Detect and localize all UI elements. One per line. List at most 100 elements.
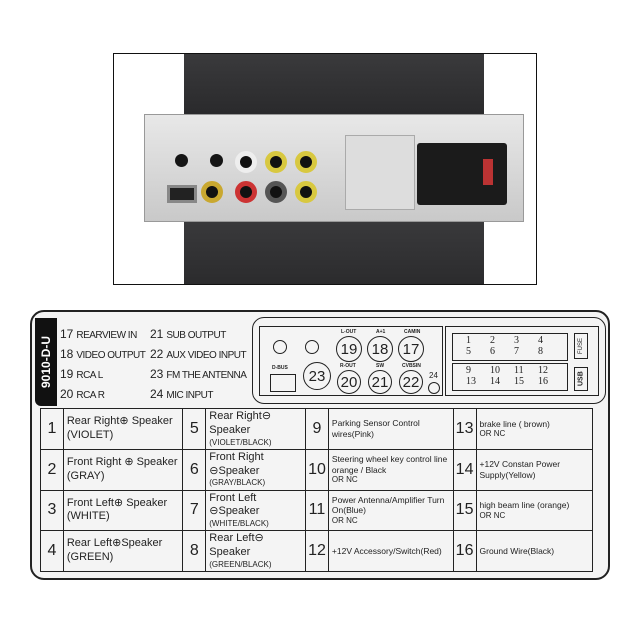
port-19: 19	[336, 336, 362, 362]
pin-16: 16	[538, 376, 548, 387]
wire-color: (VIOLET)	[66, 428, 114, 441]
usb-label: USB	[574, 367, 588, 391]
wire-number: 12	[305, 530, 329, 572]
av-panel: D-BUS 23 L-OUT A+1 CAMIN 19 18 17 R-OUT …	[259, 326, 443, 396]
wire-number: 4	[40, 530, 64, 572]
wire-number: 5	[182, 408, 207, 450]
pin-1: 1	[466, 335, 471, 346]
wire-color: (GREEN)	[66, 551, 114, 564]
wire-description: Rear Left⊕Speaker(GREEN)	[62, 530, 184, 572]
wire-color: (WHITE)	[66, 510, 110, 523]
wire-description: Front Left⊕ Speaker(WHITE)	[62, 489, 184, 532]
wire-number: 14	[452, 448, 477, 491]
wire-color: OR NC	[331, 516, 358, 525]
pin-11: 11	[514, 365, 524, 376]
wire-name: Steering wheel key control line orange /…	[331, 454, 448, 475]
chassis-bottom	[184, 219, 484, 284]
pin-6: 6	[490, 346, 495, 357]
wire-number: 15	[452, 489, 477, 532]
pin-7: 7	[514, 346, 519, 357]
pin-2: 2	[490, 335, 495, 346]
wire-number: 13	[452, 408, 477, 450]
wire-number: 8	[182, 530, 207, 572]
fuse-label: FUSE	[574, 333, 588, 359]
chassis-top	[184, 54, 484, 114]
rca-yellow	[295, 181, 317, 203]
rca-yellow	[265, 151, 287, 173]
wire-color: (GRAY)	[66, 469, 105, 482]
wire-number: 10	[305, 448, 329, 491]
pin-8: 8	[538, 346, 543, 357]
wire-number: 11	[305, 489, 329, 532]
rca-red	[235, 181, 257, 203]
pin-9: 9	[466, 365, 471, 376]
wire-name: Rear Left⊕Speaker	[66, 537, 163, 550]
wire-number: 7	[182, 489, 207, 532]
wire-color: OR NC	[331, 475, 358, 485]
wire-color: (WHITE/BLACK)	[209, 519, 269, 529]
wire-description: +12V Accessory/Switch(Red)	[327, 530, 454, 572]
wire-color: (GRAY/BLACK)	[209, 478, 266, 488]
port-23: 23	[303, 362, 331, 390]
dbus-label: D-BUS	[272, 365, 288, 371]
connector-diagram: D-BUS 23 L-OUT A+1 CAMIN 19 18 17 R-OUT …	[252, 317, 606, 404]
wire-name: Rear Right⊖ Speaker	[209, 410, 272, 436]
wire-color: (VIOLET/BLACK)	[209, 437, 272, 447]
wire-color: (GREEN/BLACK)	[209, 559, 272, 569]
wire-number: 2	[40, 448, 64, 491]
gps-port	[175, 154, 188, 167]
rca-yellow	[295, 151, 317, 173]
rca-black	[265, 181, 287, 203]
pin-14: 14	[490, 376, 500, 387]
iso-connector	[417, 143, 507, 205]
model-tab: 9010-D-U	[35, 318, 57, 406]
pin-13: 13	[466, 376, 476, 387]
port-21: 21	[368, 370, 392, 394]
port-label: CAMIN	[404, 329, 421, 335]
wire-number: 9	[305, 408, 329, 450]
antenna-bracket	[345, 135, 415, 210]
rca-yellow	[201, 181, 223, 203]
fuse	[483, 159, 493, 185]
wire-number: 3	[40, 489, 64, 532]
wire-description: +12V Constan Power Supply(Yellow)	[475, 448, 593, 491]
port-17: 17	[398, 336, 424, 362]
port-label: R-OUT	[340, 363, 356, 369]
wire-description: Parking Sensor Control wires(Pink)	[327, 408, 454, 450]
port-circle	[273, 340, 287, 354]
wire-name: brake line ( brown)	[479, 418, 550, 429]
wire-name: Front Left ⊖Speaker	[209, 491, 260, 518]
mic-port	[210, 154, 223, 167]
pin-5: 5	[466, 346, 471, 357]
wire-description: brake line ( brown)OR NC	[475, 408, 593, 450]
port-label: SW	[376, 363, 385, 369]
wire-color: OR NC	[479, 429, 506, 439]
wire-description: Rear Right⊕ Speaker(VIOLET)	[62, 408, 184, 450]
usb-port	[167, 185, 197, 203]
rca-white	[235, 151, 257, 173]
port-label: CVBSIN	[402, 363, 421, 369]
pin-3: 3	[514, 335, 519, 346]
wire-description: Power Antenna/Amplifier Turn On(Blue)OR …	[327, 489, 454, 532]
wire-name: Rear Right⊕ Speaker	[66, 415, 173, 428]
pin-12: 12	[538, 365, 548, 376]
wire-name: high beam line (orange)	[479, 500, 570, 511]
wire-number: 6	[182, 448, 207, 491]
wire-name: Front Right ⊖Speaker	[209, 450, 264, 477]
iso-block-bottom	[452, 363, 568, 391]
wire-description: Ground Wire(Black)	[475, 530, 593, 572]
wire-description: Front Left ⊖Speaker(WHITE/BLACK)	[205, 489, 307, 532]
wire-number: 16	[452, 530, 477, 572]
wire-description: Front Right ⊖Speaker(GRAY/BLACK)	[205, 448, 307, 491]
port-20: 20	[337, 370, 361, 394]
